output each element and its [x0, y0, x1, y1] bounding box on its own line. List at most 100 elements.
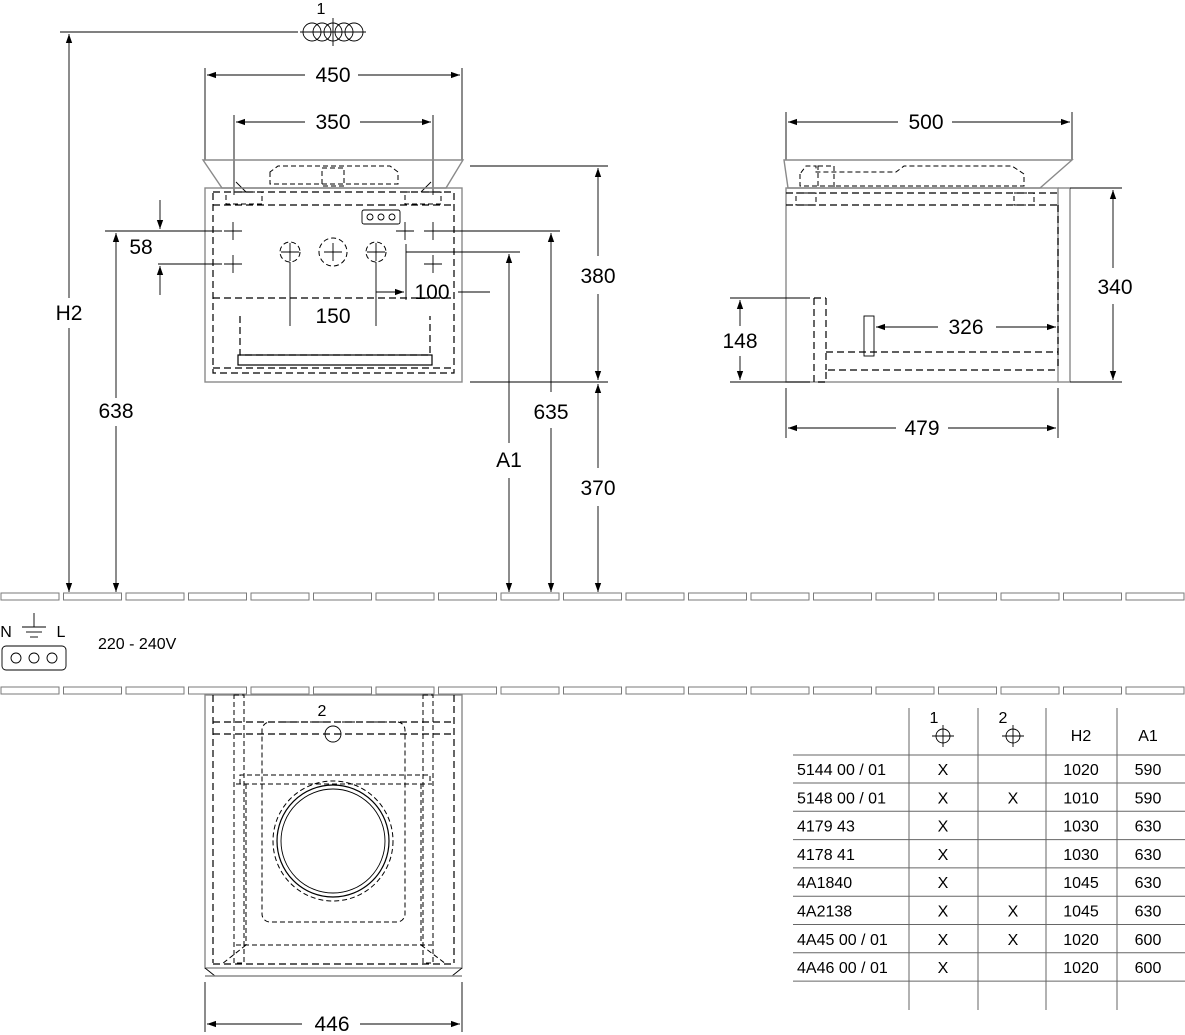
floor-tile — [375, 686, 435, 695]
dim-A1: A1 — [496, 449, 522, 472]
cell-code: 4A1840 — [797, 875, 852, 892]
cell-connection-2: X — [1008, 904, 1019, 921]
floor-tile — [1125, 686, 1185, 695]
header-col-2: 2 — [999, 710, 1024, 747]
floor-tile — [688, 686, 747, 695]
floor-tile — [938, 592, 997, 601]
floor-tile — [500, 592, 560, 601]
dim-148: 148 — [722, 330, 757, 353]
floor-tile — [188, 592, 247, 601]
dim-150: 150 — [315, 305, 350, 328]
floor-tile — [1000, 686, 1060, 695]
cell-H2: 1045 — [1063, 904, 1099, 921]
dim-326: 326 — [948, 316, 983, 339]
voltage-label: 220 - 240V — [98, 636, 177, 653]
header-label-2: 2 — [999, 710, 1008, 727]
floor-tile — [1125, 592, 1185, 601]
floor-tile — [250, 686, 310, 695]
floor-tile — [1000, 592, 1060, 601]
cell-H2: 1045 — [1063, 875, 1099, 892]
floor-tile — [750, 592, 810, 601]
cell-A1: 590 — [1135, 790, 1162, 807]
dim-635: 635 — [533, 401, 568, 424]
electrical-connection: N L 220 - 240V — [0, 613, 177, 671]
header-H2: H2 — [1071, 728, 1092, 745]
floor-tile — [688, 592, 747, 601]
dim-446: 446 — [314, 1013, 349, 1035]
cell-H2: 1010 — [1063, 790, 1099, 807]
header-label-1: 1 — [930, 710, 939, 727]
table-row: 4A1840 X 1045 630 — [793, 875, 1185, 897]
floor-tile — [500, 686, 560, 695]
dim-100: 100 — [414, 281, 449, 304]
cell-A1: 630 — [1135, 847, 1162, 864]
floor-tile — [563, 686, 622, 695]
header-A1: A1 — [1138, 728, 1158, 745]
floor-tile — [1063, 592, 1122, 601]
neutral-label: N — [0, 624, 12, 641]
top-marker-1: 1 — [300, 1, 366, 46]
floor-tile — [375, 592, 435, 601]
cell-A1: 590 — [1135, 762, 1162, 779]
cell-H2: 1030 — [1063, 847, 1099, 864]
floor-tile — [875, 592, 935, 601]
side-view: 500 340 148 326 — [722, 111, 1132, 440]
floor-tile — [813, 592, 872, 601]
cell-connection-1: X — [938, 847, 949, 864]
dim-370: 370 — [580, 477, 615, 500]
cell-connection-2: X — [1008, 790, 1019, 807]
dim-340: 340 — [1097, 276, 1132, 299]
cell-connection-1: X — [938, 875, 949, 892]
dim-58: 58 — [129, 236, 152, 259]
floor-tile — [625, 686, 685, 695]
floor-tile — [438, 592, 497, 601]
marker-label-2: 2 — [318, 703, 327, 720]
plan-view: 2 446 — [204, 694, 463, 1035]
cell-A1: 630 — [1135, 875, 1162, 892]
cell-connection-1: X — [938, 932, 949, 949]
cell-H2: 1030 — [1063, 819, 1099, 836]
cell-code: 4A46 00 / 01 — [797, 960, 888, 977]
cell-code: 4178 41 — [797, 847, 855, 864]
floor-tile — [563, 592, 622, 601]
cell-code: 4A2138 — [797, 904, 852, 921]
dim-638: 638 — [98, 400, 133, 423]
cell-A1: 630 — [1135, 904, 1162, 921]
front-view: 450 350 — [56, 31, 616, 592]
marker-label-1: 1 — [317, 1, 326, 18]
cell-H2: 1020 — [1063, 762, 1099, 779]
floor-tile — [313, 686, 372, 695]
dim-380: 380 — [580, 265, 615, 288]
dim-450: 450 — [315, 64, 350, 87]
floor-tile — [125, 686, 185, 695]
floor-tile — [0, 592, 60, 601]
cell-code: 4A45 00 / 01 — [797, 932, 888, 949]
dim-350: 350 — [315, 111, 350, 134]
header-col-1: 1 — [930, 710, 954, 747]
floor-tile — [63, 686, 122, 695]
floor-tile — [0, 686, 60, 695]
floor-tile — [63, 592, 122, 601]
cell-connection-1: X — [938, 790, 949, 807]
cell-H2: 1020 — [1063, 960, 1099, 977]
floor-tile — [188, 686, 247, 695]
floor-strip-lower — [0, 686, 1185, 695]
dim-479: 479 — [904, 417, 939, 440]
cell-A1: 630 — [1135, 819, 1162, 836]
live-label: L — [57, 624, 66, 641]
floor-tile — [625, 592, 685, 601]
cell-connection-2: X — [1008, 932, 1019, 949]
cell-connection-1: X — [938, 960, 949, 977]
floor-tile — [125, 592, 185, 601]
socket-icon — [1, 645, 67, 671]
cell-H2: 1020 — [1063, 932, 1099, 949]
floor-tile — [1063, 686, 1122, 695]
floor-tile — [750, 686, 810, 695]
